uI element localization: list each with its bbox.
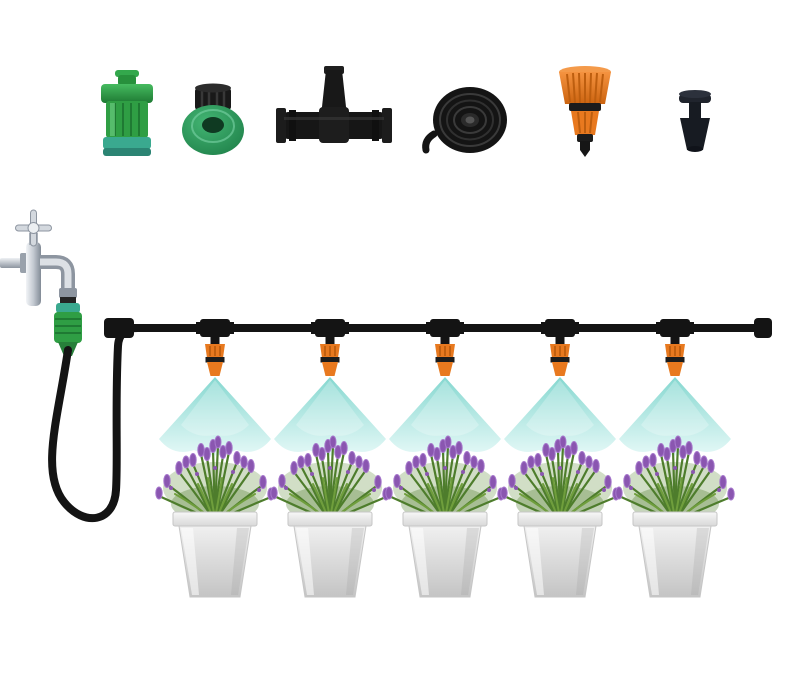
- pot-rim: [517, 511, 603, 527]
- pot-rim: [172, 511, 258, 527]
- part-end-plug: [679, 90, 711, 152]
- part-tee-connector: [276, 66, 392, 143]
- mist-spray: [274, 377, 386, 456]
- nozzle-tip: [437, 362, 453, 376]
- drip-emitter: [426, 319, 464, 376]
- pot-rim: [402, 511, 488, 527]
- drip-emitter: [196, 319, 234, 376]
- nozzle-tip: [552, 362, 568, 376]
- drip-emitter: [541, 319, 579, 376]
- flower-spikes: [270, 435, 390, 501]
- mist-spray: [619, 377, 731, 456]
- tap-quick-connector: [54, 297, 82, 356]
- tee-fitting: [545, 319, 575, 337]
- emitters-layer: [196, 319, 694, 376]
- part-hose-quick-connector: [101, 70, 153, 156]
- flower-spikes: [155, 435, 275, 501]
- nozzle-tip: [667, 362, 683, 376]
- drip-emitter: [656, 319, 694, 376]
- elbow-fitting: [104, 318, 134, 338]
- part-misting-nozzle: [559, 66, 611, 157]
- part-tubing-coil: [422, 87, 507, 154]
- mist-spray: [389, 377, 501, 456]
- tee-fitting: [315, 319, 345, 337]
- tee-fitting: [430, 319, 460, 337]
- pot-rim: [287, 511, 373, 527]
- tee-fitting: [660, 319, 690, 337]
- garden-tap: [0, 209, 82, 356]
- nozzle-tip: [322, 362, 338, 376]
- flower-pot: [402, 511, 488, 598]
- flower-spikes: [615, 435, 735, 501]
- line-end-cap: [754, 318, 772, 338]
- flower-pot: [287, 511, 373, 598]
- flower-pot: [172, 511, 258, 598]
- nozzle-tip: [207, 362, 223, 376]
- lavender-plant: [270, 435, 390, 522]
- drip-emitter: [311, 319, 349, 376]
- flower-pot: [517, 511, 603, 598]
- mist-spray: [504, 377, 616, 456]
- pot-rim: [632, 511, 718, 527]
- tap-handle-icon: [15, 209, 52, 247]
- feed-tube: [48, 324, 142, 523]
- flower-spikes: [500, 435, 620, 501]
- mist-spray: [159, 377, 271, 456]
- pots-layer: [172, 511, 718, 598]
- parts-row: [101, 66, 711, 157]
- part-tap-adapter: [182, 83, 244, 155]
- tee-fitting: [200, 319, 230, 337]
- sprays-layer: [159, 377, 731, 456]
- flower-spikes: [385, 435, 505, 501]
- flower-pot: [632, 511, 718, 598]
